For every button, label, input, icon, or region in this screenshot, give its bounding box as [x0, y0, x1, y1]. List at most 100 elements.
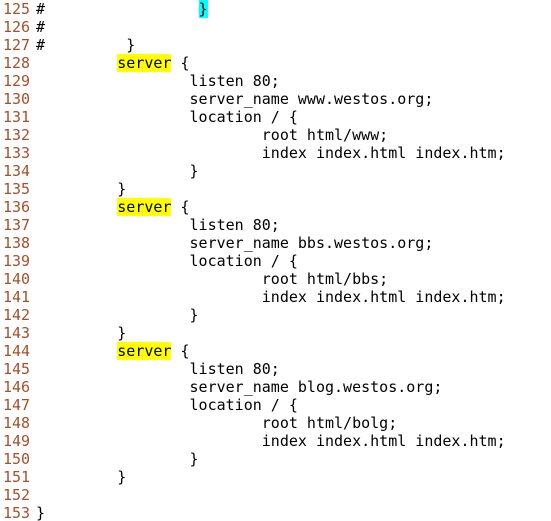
code-line[interactable]: 131 location / { [0, 108, 551, 126]
code-text: index index.html index.htm; [36, 288, 506, 306]
code-text: # [36, 18, 46, 36]
code-line[interactable]: 130 server_name www.westos.org; [0, 90, 551, 108]
line-content: } [36, 162, 199, 180]
line-content: server_name www.westos.org; [36, 90, 434, 108]
code-line[interactable]: 140 root html/bbs; [0, 270, 551, 288]
code-line[interactable]: 125 # } [0, 0, 551, 18]
line-number: 130 [3, 90, 31, 108]
line-content: root html/www; [36, 126, 388, 144]
line-number: 136 [3, 198, 31, 216]
code-text: } [36, 162, 199, 180]
line-content: # [36, 18, 45, 36]
code-line[interactable]: 146 server_name blog.westos.org; [0, 378, 551, 396]
code-text: location / { [36, 396, 298, 414]
line-content: } [36, 306, 199, 324]
code-line[interactable]: 134 } [0, 162, 551, 180]
code-text: # } [36, 36, 136, 54]
code-line[interactable]: 144 server { [0, 342, 551, 360]
line-content: root html/bbs; [36, 270, 388, 288]
line-content: } [36, 180, 126, 198]
line-content: root html/bolg; [36, 414, 397, 432]
line-number: 140 [3, 270, 31, 288]
code-line[interactable]: 138 server_name bbs.westos.org; [0, 234, 551, 252]
code-text: } [36, 450, 199, 468]
code-line[interactable]: 151 } [0, 468, 551, 486]
line-content: location / { [36, 252, 298, 270]
code-line[interactable]: 127# } [0, 36, 551, 54]
code-line[interactable]: 139 location / { [0, 252, 551, 270]
matching-brace-highlight: } [198, 0, 208, 18]
code-line[interactable]: 126# [0, 18, 551, 36]
code-line[interactable]: 148 root html/bolg; [0, 414, 551, 432]
line-number: 141 [3, 288, 31, 306]
code-line[interactable]: 128 server { [0, 54, 551, 72]
code-text: } [36, 306, 199, 324]
code-line[interactable]: 145 listen 80; [0, 360, 551, 378]
code-line[interactable]: 137 listen 80; [0, 216, 551, 234]
code-text: root html/bolg; [36, 414, 398, 432]
line-number: 139 [3, 252, 31, 270]
line-number: 150 [3, 450, 31, 468]
code-text: location / { [36, 108, 298, 126]
code-text: { [171, 342, 190, 360]
search-match-highlight: server [117, 198, 172, 216]
line-number: 132 [3, 126, 31, 144]
line-number: 131 [3, 108, 31, 126]
code-line[interactable]: 135 } [0, 180, 551, 198]
code-line[interactable]: 132 root html/www; [0, 126, 551, 144]
line-number: 133 [3, 144, 31, 162]
code-line[interactable]: 129 listen 80; [0, 72, 551, 90]
line-number: 151 [3, 468, 31, 486]
code-text: } [36, 180, 127, 198]
code-text: server_name bbs.westos.org; [36, 234, 434, 252]
code-line[interactable]: 142 } [0, 306, 551, 324]
code-text: root html/www; [36, 126, 389, 144]
line-content: listen 80; [36, 360, 280, 378]
code-line[interactable]: 152 [0, 486, 551, 504]
line-content: listen 80; [36, 72, 280, 90]
code-line[interactable]: 141 index index.html index.htm; [0, 288, 551, 306]
code-line[interactable]: 143 } [0, 324, 551, 342]
line-content: location / { [36, 108, 298, 126]
line-content: index index.html index.htm; [36, 432, 506, 450]
line-content: # } [36, 0, 208, 18]
line-content: } [36, 450, 199, 468]
code-text: listen 80; [36, 360, 280, 378]
code-text: location / { [36, 252, 298, 270]
code-text: { [171, 198, 190, 216]
code-text: } [36, 324, 127, 342]
code-line[interactable]: 133 index index.html index.htm; [0, 144, 551, 162]
code-line[interactable]: 149 index index.html index.htm; [0, 432, 551, 450]
line-number: 129 [3, 72, 31, 90]
line-number: 147 [3, 396, 31, 414]
code-text [36, 54, 117, 72]
code-text: { [171, 54, 190, 72]
line-content: server { [36, 342, 190, 360]
code-text: # [36, 0, 199, 18]
code-line[interactable]: 136 server { [0, 198, 551, 216]
code-text: } [36, 468, 127, 486]
line-number: 135 [3, 180, 31, 198]
line-number: 145 [3, 360, 31, 378]
code-text [36, 342, 117, 360]
code-line[interactable]: 150 } [0, 450, 551, 468]
line-number: 138 [3, 234, 31, 252]
line-content: } [36, 468, 126, 486]
code-text: server_name www.westos.org; [36, 90, 434, 108]
line-content: } [36, 324, 126, 342]
line-number: 144 [3, 342, 31, 360]
search-match-highlight: server [117, 54, 172, 72]
line-content: server { [36, 54, 190, 72]
code-text: server_name blog.westos.org; [36, 378, 443, 396]
code-line[interactable]: 153} [0, 504, 551, 521]
line-number: 134 [3, 162, 31, 180]
code-line[interactable]: 147 location / { [0, 396, 551, 414]
line-number: 149 [3, 432, 31, 450]
code-text: listen 80; [36, 72, 280, 90]
line-number: 128 [3, 54, 31, 72]
line-number: 125 [3, 0, 31, 18]
code-text: index index.html index.htm; [36, 144, 506, 162]
code-text: root html/bbs; [36, 270, 389, 288]
line-content: } [36, 504, 45, 521]
